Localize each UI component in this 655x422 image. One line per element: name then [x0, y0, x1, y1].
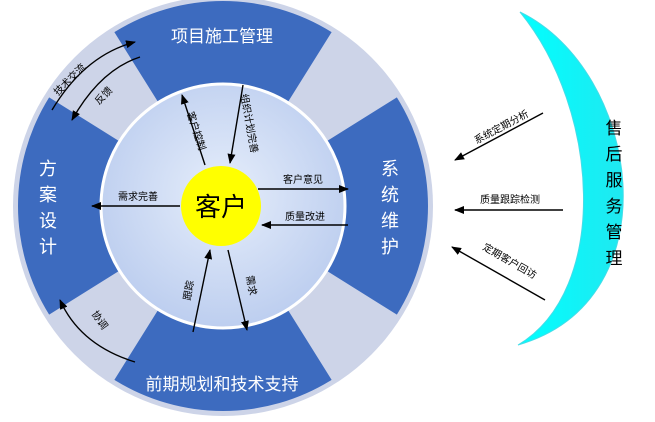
arrow-track: [192, 249, 213, 333]
label-regular-visit: 定期客户回访: [481, 240, 539, 281]
segment-right-char: 护: [381, 237, 399, 258]
segment-right-char: 维: [381, 211, 399, 232]
arrow-customer-control: [181, 94, 206, 166]
arrow-regular-visit: [451, 246, 546, 301]
segment-bottom-label: 前期规划和技术支持: [146, 375, 299, 395]
segment-right-char: 系: [381, 159, 399, 180]
arrow-demand: [227, 249, 249, 331]
after-sales-char: 理: [606, 249, 623, 269]
segment-left-char: 设: [39, 211, 57, 232]
label-demand-complete: 需求完善: [118, 190, 158, 203]
label-quality-improve: 质量改进: [285, 210, 325, 223]
segment-right: [323, 97, 428, 315]
after-sales-char: 管: [606, 223, 623, 243]
segment-top-label: 项目施工管理: [171, 27, 273, 47]
label-quality-track: 质量跟踪检测: [480, 193, 540, 206]
after-sales-arc: [517, 11, 624, 346]
after-sales-char: 服: [606, 171, 623, 191]
segment-left-char: 方: [39, 159, 57, 180]
segment-top: [114, 1, 332, 106]
ring-segments: [18, 1, 428, 412]
segment-right-label: 系 统 维 护: [381, 159, 399, 258]
after-sales-label: 售 后 服 务 管 理: [606, 119, 623, 269]
arrow-tech-exchange: [51, 40, 136, 111]
arrow-system-analysis: [454, 112, 544, 161]
label-demand: 需求: [243, 275, 258, 297]
arrow-coordinate: [59, 299, 136, 363]
segment-left: [18, 97, 123, 315]
center-circle: [181, 166, 261, 246]
arrows: [51, 40, 563, 363]
segment-left-label: 方 案 设 计: [39, 159, 57, 258]
after-sales-char: 务: [606, 197, 623, 217]
label-track: 跟踪: [180, 279, 196, 301]
segment-left-char: 计: [39, 237, 57, 258]
segment-right-char: 统: [381, 185, 399, 206]
segment-left-char: 案: [39, 185, 57, 206]
after-sales-char: 后: [606, 145, 623, 165]
segment-bottom: [114, 306, 332, 412]
arrow-feedback: [71, 56, 141, 121]
label-system-analysis: 系统定期分析: [472, 107, 531, 147]
arrow-org-plan: [227, 84, 244, 164]
label-customer-opinion: 客户意见: [283, 173, 323, 186]
after-sales-char: 售: [606, 119, 623, 139]
center-label: 客户: [195, 193, 247, 223]
